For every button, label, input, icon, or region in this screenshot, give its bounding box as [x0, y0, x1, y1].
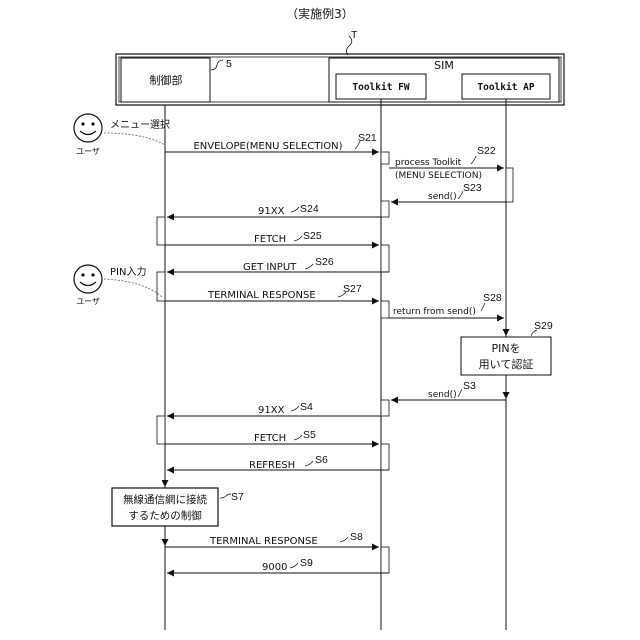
step-id: S22: [477, 145, 496, 157]
step-id: S21: [358, 132, 377, 144]
activation-control-s4: [157, 416, 165, 444]
control-ref-label: 5: [226, 58, 232, 70]
smiley-face-icon: [74, 265, 102, 293]
toolkit-fw-label: Toolkit FW: [352, 82, 409, 93]
activation-fw-s8: [381, 547, 389, 573]
message-label: 91XX: [258, 405, 285, 416]
step-id: S4: [300, 401, 313, 413]
activation-fw-s21: [381, 152, 389, 164]
step-id: S24: [300, 203, 319, 215]
process-line-2: するための制御: [128, 509, 202, 522]
step-id: S29: [534, 320, 553, 332]
message-s5: FETCH S5: [165, 429, 379, 444]
activation-fw-s23: [381, 201, 389, 217]
step-id: S3: [463, 380, 476, 392]
message-label: send(): [428, 192, 457, 202]
user-action-1: メニュー選択: [110, 118, 170, 131]
figure-title: （実施例3）: [286, 6, 354, 21]
message-label: ENVELOPE(MENU SELECTION): [193, 141, 342, 152]
process-line-2: 用いて認証: [479, 357, 534, 371]
message-s27: TERMINAL RESPONSE S27: [165, 283, 379, 301]
message-s21: ENVELOPE(MENU SELECTION) S21: [165, 132, 379, 152]
message-s22: process Toolkit (MENU SELECTION) S22: [389, 145, 504, 181]
user-label-2: ユーザ: [76, 297, 100, 306]
message-label: TERMINAL RESPONSE: [207, 290, 316, 301]
message-label-line2: (MENU SELECTION): [395, 171, 482, 181]
toolkit-ap-label: Toolkit AP: [477, 82, 534, 93]
message-label: 9000: [262, 562, 287, 573]
activation-ap-s22: [506, 168, 513, 202]
user-action-leader-1: [104, 133, 165, 145]
step-id: S5: [303, 429, 316, 441]
step-id: S27: [343, 283, 362, 295]
message-label: FETCH: [254, 433, 286, 444]
step-id: S8: [350, 531, 363, 543]
step-id: S9: [300, 557, 313, 569]
user-actor-1: ユーザ メニュー選択: [74, 114, 170, 156]
message-s23: send() S23: [391, 182, 506, 202]
message-label: send(): [428, 390, 457, 400]
activation-fw-s5: [381, 444, 389, 470]
message-s6: REFRESH S6: [167, 454, 389, 471]
step-id: S6: [315, 454, 328, 466]
activation-control-s24: [157, 217, 165, 245]
message-s4: 91XX S4: [167, 401, 381, 416]
control-unit-label: 制御部: [150, 73, 183, 87]
process-line-1: PINを: [491, 342, 520, 355]
control-ref-leader: [211, 60, 223, 70]
step-id: S25: [303, 230, 322, 242]
step-id: S26: [315, 256, 334, 268]
activation-fw-s25: [381, 245, 389, 272]
message-label: GET INPUT: [243, 262, 297, 273]
activation-fw-s3: [381, 400, 389, 416]
message-s28: return from send() S28: [389, 292, 504, 318]
message-s24: 91XX S24: [167, 203, 381, 217]
smiley-face-icon: [74, 114, 102, 142]
message-label: REFRESH: [249, 460, 295, 471]
step-id: S23: [463, 182, 482, 194]
process-s29: PINを 用いて認証 S29: [461, 320, 553, 375]
message-label: process Toolkit: [395, 158, 462, 168]
activation-fw-s27: [381, 301, 389, 318]
user-action-leader-2: [104, 279, 162, 297]
sim-label: SIM: [434, 59, 454, 72]
message-s8: TERMINAL RESPONSE S8: [165, 531, 379, 547]
process-s7: 無線通信網に接続 するための制御 S7: [112, 488, 244, 526]
message-s9: 9000 S9: [167, 557, 389, 573]
user-action-2: PIN入力: [110, 265, 146, 278]
message-s3: send() S3: [391, 380, 506, 400]
step-id: S28: [483, 292, 502, 304]
message-label: return from send(): [393, 307, 476, 317]
message-s26: GET INPUT S26: [167, 256, 389, 273]
message-s25: FETCH S25: [165, 230, 379, 245]
message-label: 91XX: [258, 206, 285, 217]
user-label-1: ユーザ: [76, 147, 100, 156]
terminal-ref-label: T: [351, 29, 358, 41]
step-id: S7: [231, 491, 244, 503]
process-line-1: 無線通信網に接続: [123, 493, 207, 506]
message-label: FETCH: [254, 234, 286, 245]
message-label: TERMINAL RESPONSE: [209, 536, 318, 547]
user-actor-2: ユーザ PIN入力: [74, 265, 162, 306]
